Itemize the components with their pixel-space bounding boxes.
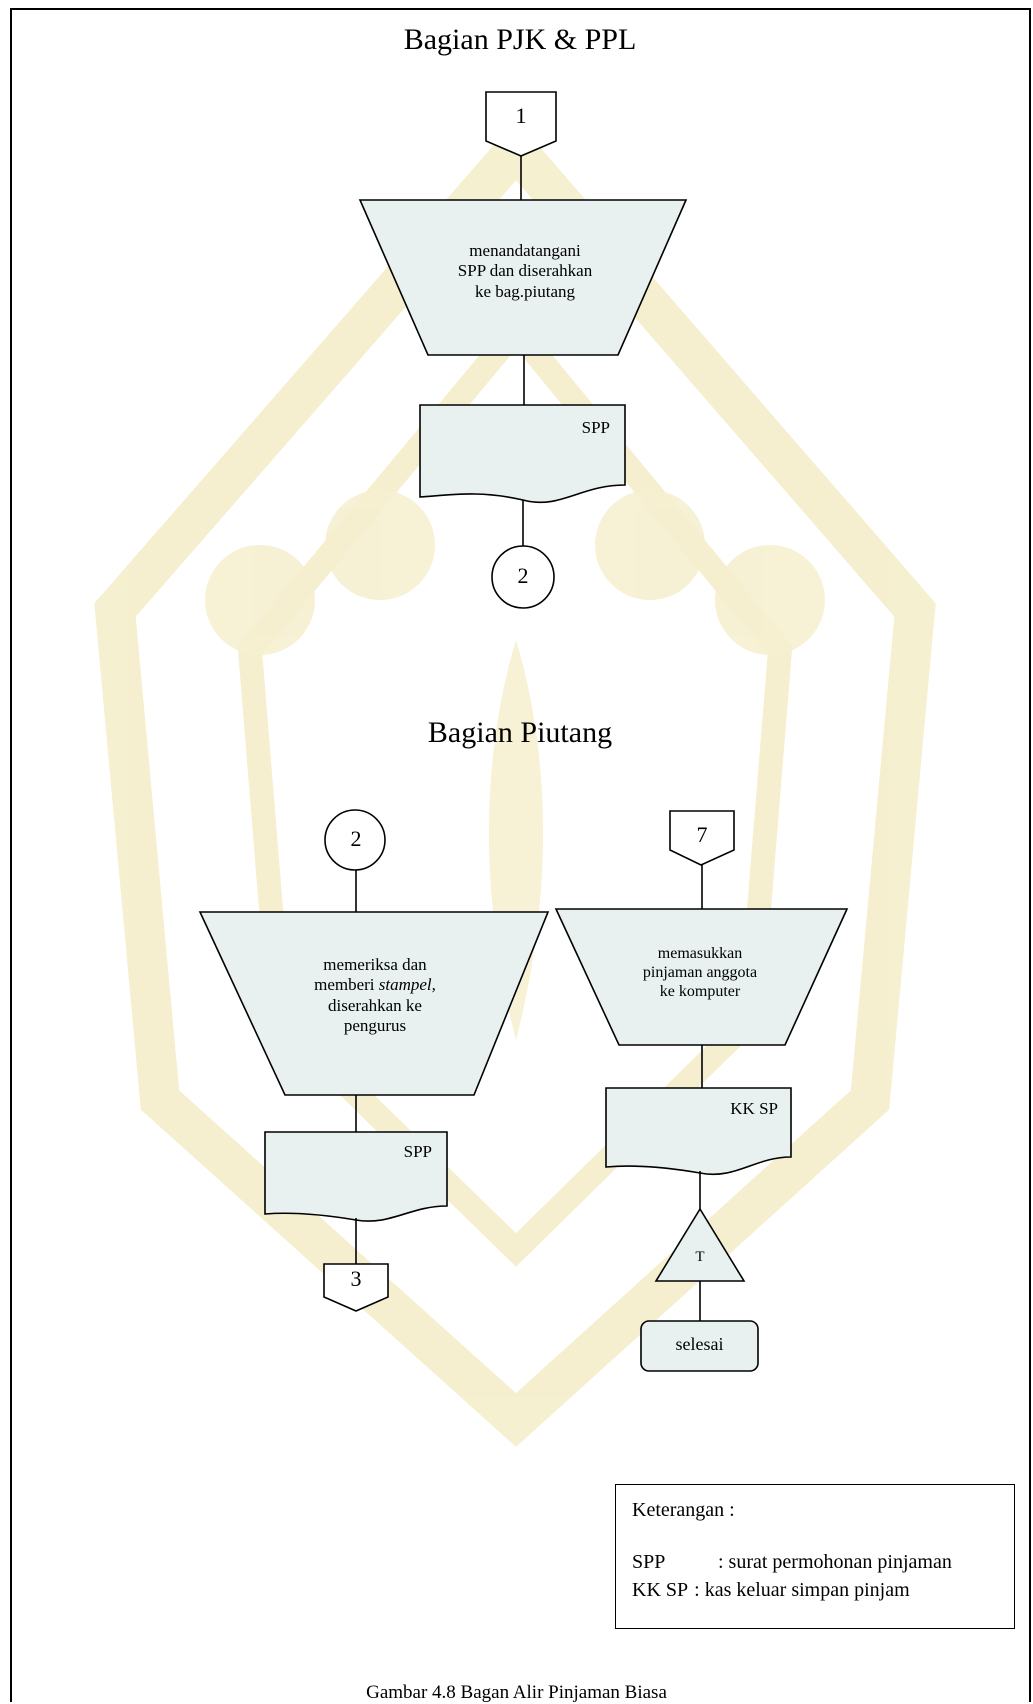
connector-2-out-label: 2 [517,563,529,588]
section-title-pjk: Bagian PJK & PPL [403,23,637,56]
connector-3-label: 3 [350,1266,362,1291]
terminator-selesai [640,1320,759,1372]
legend-key: KK SP [632,1579,689,1601]
document-spp-pjk-label: SPP [581,418,610,437]
process-input-text: memasukkan pinjaman anggota ke komputer [600,944,800,1002]
process-check-line-2-italic: stampel, [378,975,436,995]
off-page-connector-7 [669,810,735,866]
connector-1-label: 1 [515,103,527,128]
archive-label: T [695,1249,705,1265]
manual-process-sign [358,199,688,356]
legend-desc: : surat permohonan pinjaman [718,1551,952,1573]
process-input-line-2: pinjaman anggota [642,964,758,982]
manual-process-check [198,911,550,1096]
legend-row: KK SP : kas keluar simpan pinjam [632,1576,998,1604]
connector-2-in-label: 2 [350,826,362,851]
legend-key: SPP [632,1551,666,1573]
page-frame [10,8,1031,1702]
connector-2-out [491,545,555,609]
figure-caption: Gambar 4.8 Bagan Alir Pinjaman Biasa [366,1682,667,1703]
section-title-piutang: Bagian Piutang [427,716,613,749]
archive-triangle [654,1207,746,1282]
process-sign-line-2: SPP dan diserahkan [457,261,593,281]
process-check-line-1: memeriksa dan [323,955,427,974]
document-spp-piutang-label: SPP [403,1142,432,1161]
terminator-label: selesai [675,1334,724,1354]
connector-2-in [324,809,386,871]
process-input-line-1: memasukkan [657,945,743,962]
off-page-connector-1 [485,91,557,157]
legend-desc: : kas keluar simpan pinjam [694,1579,910,1601]
legend-row: SPP : surat permohonan pinjaman [632,1548,998,1576]
document-kk-sp-label: KK SP [730,1099,778,1118]
off-page-connector-3 [323,1263,389,1312]
process-input-line-3: ke komputer [659,983,741,1001]
process-check-line-4: pengurus [343,1016,407,1036]
manual-process-input [554,908,849,1046]
process-sign-line-3: ke bag.piutang [474,281,576,301]
connector-7-label: 7 [696,822,708,847]
process-check-line-2-prefix: memberi [314,975,379,995]
process-check-text: memeriksa dan memberi stampel, diserahka… [270,955,480,1037]
process-check-line-3: diserahkan ke [328,995,422,1015]
legend-box: Keterangan : SPP : surat permohonan pinj… [615,1484,1015,1629]
process-sign-line-1: menandatangani [469,241,581,260]
legend-title: Keterangan : [632,1499,735,1521]
process-check-line-2: memberi stampel, [270,975,480,995]
process-sign-text: menandatangani SPP dan diserahkan ke bag… [420,241,630,302]
